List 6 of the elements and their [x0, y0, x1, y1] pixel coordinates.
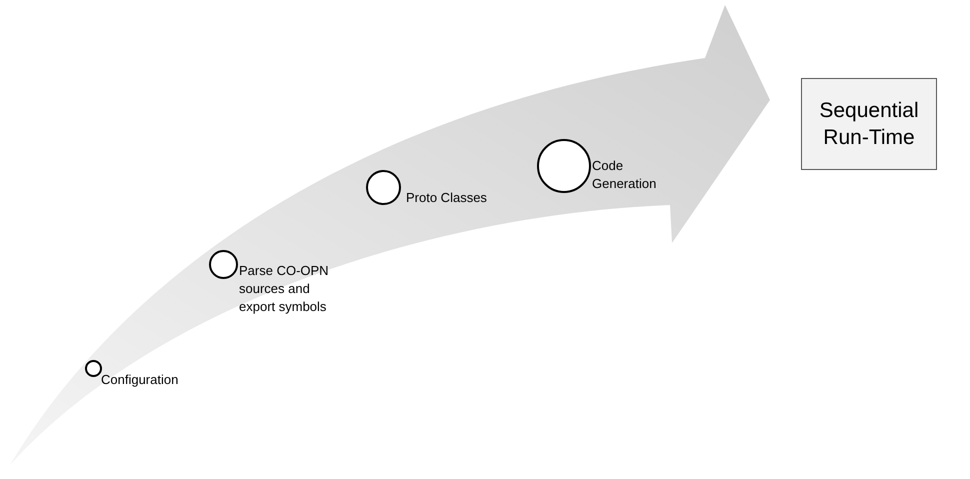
box-label: Sequential Run-Time: [818, 98, 920, 151]
step-label: Code Generation: [592, 157, 658, 193]
step-label: Configuration: [101, 371, 180, 389]
process-box: [801, 78, 937, 170]
step-label: Parse CO-OPN sources and export symbols: [239, 262, 330, 316]
step-label: Proto Classes: [406, 189, 488, 207]
